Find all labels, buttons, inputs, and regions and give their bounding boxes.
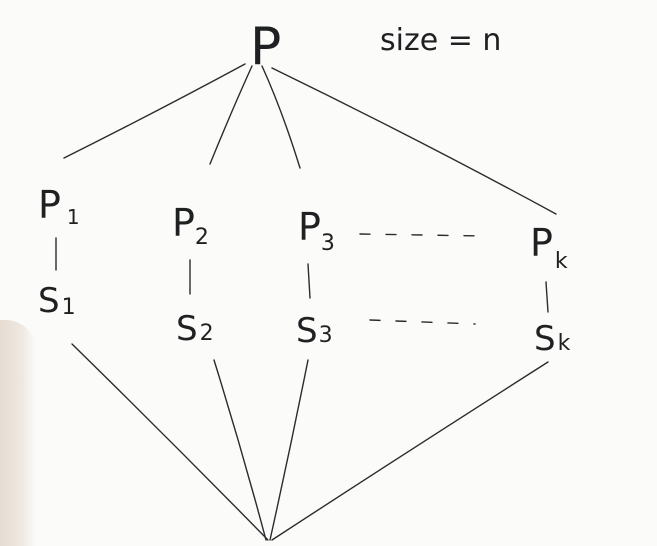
ellipsis-p-row (359, 233, 486, 237)
edge-root-pk (271, 67, 557, 215)
edge-s3-bottom (269, 359, 309, 541)
edge-s2-bottom (213, 359, 267, 541)
edge-sk-bottom (271, 361, 549, 541)
sk-label: Sk (534, 319, 571, 359)
edge-s1-bottom (71, 343, 269, 541)
ellipsis-s-row (369, 319, 476, 325)
link-pk-sk (545, 281, 549, 313)
p2-label: P2 (172, 201, 209, 250)
presenter-shoulder (0, 320, 36, 546)
root-label: P (250, 17, 281, 77)
edge-root-p2 (209, 65, 253, 165)
size-note: size = n (380, 23, 501, 58)
link-p3-s3 (307, 263, 311, 299)
s1-label: S1 (38, 281, 76, 321)
edge-root-p1 (63, 63, 246, 159)
pk-label: Pk (530, 221, 568, 274)
s2-label: S2 (176, 309, 214, 349)
s3-label: S3 (296, 311, 333, 351)
p3-label: P3 (298, 205, 335, 256)
edge-root-p3 (261, 65, 301, 169)
